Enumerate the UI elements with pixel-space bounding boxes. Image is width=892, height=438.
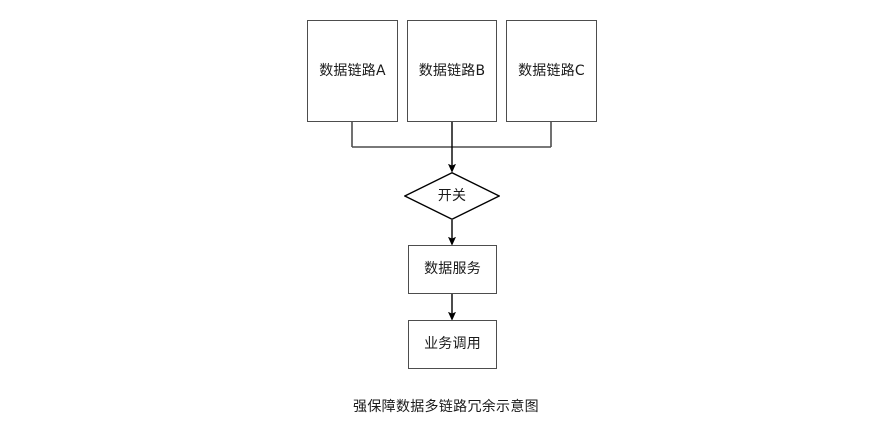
node-business-call-label: 业务调用 <box>424 336 481 353</box>
diagram-caption: 强保障数据多链路冗余示意图 <box>353 399 539 415</box>
node-switch-label: 开关 <box>437 187 467 204</box>
node-switch[interactable]: 开关 <box>404 172 500 220</box>
node-business-call[interactable]: 业务调用 <box>408 320 497 369</box>
node-data-service-label: 数据服务 <box>424 261 481 278</box>
node-data-service[interactable]: 数据服务 <box>408 245 497 294</box>
node-link-c-label: 数据链路C <box>518 62 585 79</box>
diamond-shape <box>404 172 500 220</box>
node-link-b-label: 数据链路B <box>418 62 486 79</box>
node-link-b[interactable]: 数据链路B <box>407 20 497 122</box>
node-link-a-label: 数据链路A <box>319 62 386 79</box>
node-link-c[interactable]: 数据链路C <box>506 20 597 122</box>
node-link-a[interactable]: 数据链路A <box>307 20 398 122</box>
